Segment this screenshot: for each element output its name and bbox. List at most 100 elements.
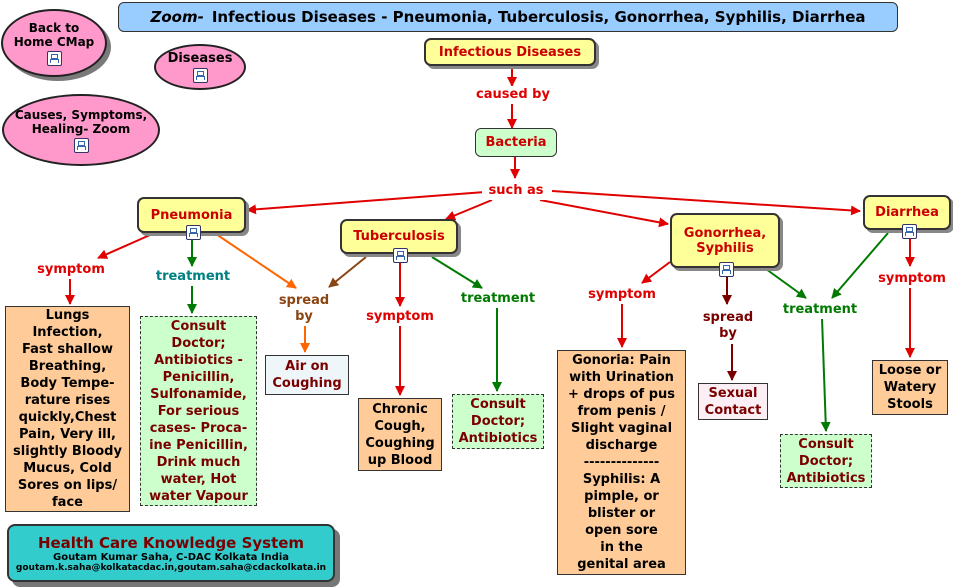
text-line: Doctor; (470, 414, 526, 429)
link-suchas-tuberculosis (445, 199, 493, 221)
link-label-gs-symptom: symptom (581, 286, 663, 304)
node-infectious-diseases-label: Infectious Diseases (438, 44, 582, 60)
text-line: with Urination (569, 370, 674, 385)
text-line: water, Hot (160, 471, 237, 487)
text-line: Chronic (372, 401, 428, 417)
text-line: Antibiotics - (154, 352, 243, 368)
concept-map-icon[interactable] (186, 225, 201, 240)
node-pneumonia[interactable]: Pneumonia (137, 197, 246, 240)
text-line: Lungs (45, 308, 90, 323)
text-line: Consult (470, 397, 526, 412)
concept-map-icon[interactable] (719, 262, 734, 277)
link-label-caused-by: caused by (468, 86, 558, 104)
text-line: cases- Proca- (149, 420, 248, 436)
node-gonorrhea-syphilis[interactable]: Gonorrhea, Syphilis (670, 213, 780, 277)
text-line: Fast shallow (22, 342, 113, 357)
node-infectious-diseases[interactable]: Infectious Diseases (424, 38, 596, 66)
footer-title: Health Care Knowledge System (37, 533, 305, 552)
link-label-gs-treatment: treatment (776, 301, 864, 319)
concept-map-icon[interactable] (393, 248, 408, 263)
node-gonorrhea-line2: Syphilis (696, 240, 754, 256)
link-label-pneumonia-spread: spread by (272, 292, 336, 326)
link-treatment-gsconsult (820, 317, 831, 432)
text-line: Gonoria: Pain (572, 353, 671, 368)
concept-map-icon[interactable] (902, 224, 917, 239)
text-line: Stools (887, 397, 933, 412)
text-line: in the (600, 540, 643, 555)
text-line: discharge (585, 438, 658, 453)
concept-map-icon[interactable] (46, 50, 62, 66)
text-line: up Blood (367, 452, 433, 468)
node-sexual-contact[interactable]: Sexual Contact (698, 383, 768, 420)
text-line: rature rises (24, 393, 111, 408)
node-pneumonia-symptoms[interactable]: Lungs Infection, Fast shallow Breathing,… (5, 306, 130, 512)
node-air-on-coughing[interactable]: Air on Coughing (265, 355, 349, 395)
text-line: Coughing (365, 435, 435, 451)
text-line: Consult (170, 318, 227, 334)
text-line: Cough, (374, 418, 426, 434)
text-line: Pain, Very ill, (18, 427, 116, 442)
node-bacteria[interactable]: Bacteria (475, 128, 557, 157)
text-line: For serious (157, 403, 240, 419)
link-suchas-pneumonia (246, 191, 486, 215)
footer-author: Goutam Kumar Saha, C-DAC Kolkata India (52, 551, 290, 563)
link-gs-symptom (641, 261, 671, 284)
text-line: Loose or (878, 363, 942, 378)
link-pneumonia-spread (215, 233, 297, 289)
text-line: from penis / (577, 404, 666, 419)
text-line: Drink much (156, 454, 241, 470)
text-line: Doctor; (798, 453, 854, 469)
back-home-line1: Back to (28, 20, 80, 35)
diseases-label: Diseases (167, 51, 233, 66)
link-label-diarrhea-symptom: symptom (871, 270, 953, 288)
text-line: face (52, 495, 83, 510)
node-gonorrhea-symptoms[interactable]: Gonoria: Pain with Urination + drops of … (557, 350, 686, 575)
text-line: open sore (585, 523, 658, 538)
text-line: Mucus, Cold (23, 461, 112, 476)
text-line: water Vapour (149, 488, 248, 504)
node-diarrhea-symptoms[interactable]: Loose or Watery Stools (872, 360, 948, 415)
text-line: Watery (883, 380, 937, 395)
text-line: ine Penicillin, (149, 437, 248, 453)
text-line: Consult (798, 436, 854, 452)
concept-map-icon[interactable] (192, 68, 208, 83)
text-line: Infection, (32, 325, 103, 340)
node-pneumonia-label: Pneumonia (150, 207, 233, 223)
text-line: Penicillin, (162, 369, 235, 385)
node-pneumonia-treatment[interactable]: Consult Doctor; Antibiotics - Penicillin… (140, 316, 257, 506)
footer-email: goutam.k.saha@kolkatacdac.in,goutam.saha… (15, 562, 327, 573)
node-diarrhea[interactable]: Diarrhea (863, 195, 951, 239)
node-tuberculosis[interactable]: Tuberculosis (340, 219, 458, 263)
diseases-button[interactable]: Diseases (154, 44, 246, 90)
node-bacteria-label: Bacteria (485, 135, 547, 150)
node-gonorrhea-line1: Gonorrhea, (683, 225, 767, 241)
text-line: quickly,Chest (18, 410, 117, 425)
spread-line2: by (719, 326, 737, 341)
text-line: Sores on lips/ (17, 478, 118, 493)
link-tb-treatment (431, 256, 483, 289)
text-line: Doctor; (171, 335, 226, 351)
node-gs-treatment[interactable]: Consult Doctor; Antibiotics (780, 434, 872, 488)
text-line: Syphilis: A (582, 472, 661, 487)
causes-line2: Healing- Zoom (31, 121, 131, 136)
text-line: Contact (704, 402, 762, 418)
text-line: + drops of pus (567, 387, 676, 402)
link-label-such-as: such as (482, 182, 550, 200)
causes-line1: Causes, Symptoms, (14, 107, 148, 122)
node-tb-treatment[interactable]: Consult Doctor; Antibiotics (452, 394, 544, 449)
text-line: genital area (577, 557, 666, 572)
node-tuberculosis-label: Tuberculosis (353, 229, 445, 244)
back-home-line2: Home CMap (13, 34, 95, 49)
text-line: Antibiotics (458, 431, 538, 446)
link-label-tb-symptom: symptom (359, 308, 441, 326)
title-text: Infectious Diseases - Pneumonia, Tubercu… (211, 8, 866, 26)
node-tb-symptoms[interactable]: Chronic Cough, Coughing up Blood (358, 398, 442, 471)
concept-map-icon[interactable] (73, 137, 89, 153)
text-line: -------------- (583, 455, 660, 470)
back-home-button[interactable]: Back to Home CMap (1, 9, 107, 77)
title-zoom: Zoom- (150, 8, 204, 26)
text-line: slightly Bloody (13, 444, 122, 459)
causes-zoom-button[interactable]: Causes, Symptoms, Healing- Zoom (2, 94, 160, 166)
map-title: Zoom- Infectious Diseases - Pneumonia, T… (118, 2, 898, 32)
